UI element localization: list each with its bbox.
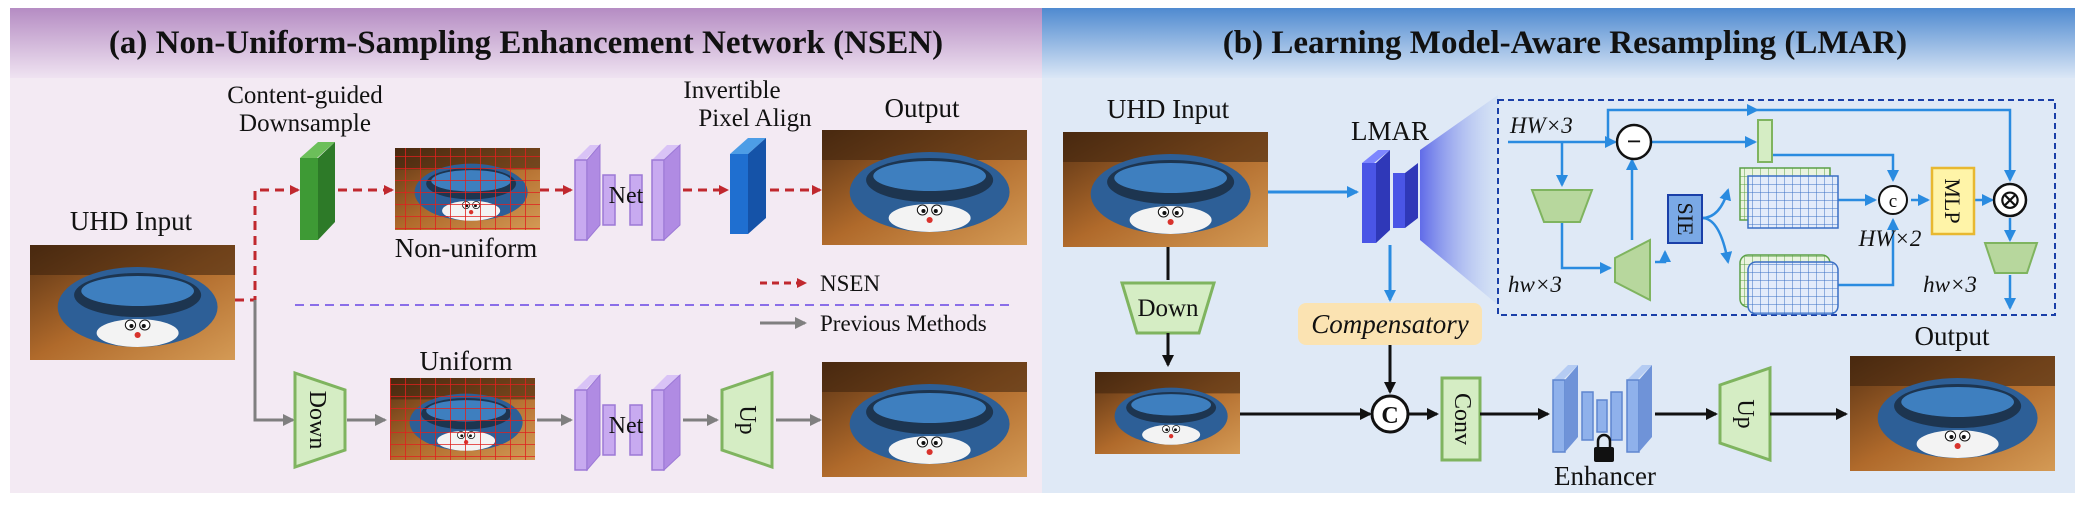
lmar-label: LMAR (1351, 116, 1429, 146)
panel-a-output-image-bottom (822, 362, 1027, 477)
panel-b-downsampled-image (1095, 372, 1240, 454)
invertible-label-1: Invertible (683, 77, 780, 104)
content-guided-downsample-block (300, 142, 335, 240)
panel-a-up-label: Up (734, 405, 760, 434)
panel-b-output-label: Output (1914, 321, 1990, 351)
nsen-path (235, 185, 822, 302)
detail-multiply-symbol: ⊗ (1998, 185, 2021, 216)
invertible-label-2: Pixel Align (698, 105, 812, 132)
panel-b: (b) Learning Model-Aware Resampling (LMA… (1042, 8, 2075, 493)
detail-grid-top (1739, 167, 1839, 229)
net-bottom-block (574, 373, 681, 472)
panel-a-uhd-input-image (30, 245, 235, 360)
panel-b-header (1042, 8, 2075, 78)
legend-previous: Previous Methods (760, 311, 987, 336)
compensatory-box (1298, 303, 1482, 345)
non-uniform-image (395, 148, 540, 230)
panel-b-output-image (1850, 356, 2055, 471)
net-top-block (574, 143, 681, 242)
net-top-label: Net (609, 183, 644, 209)
panel-b-uhd-input-label: UHD Input (1107, 94, 1230, 124)
lmar-detail-frame (1497, 99, 2056, 316)
panel-a-output-label: Output (884, 93, 960, 123)
panel-a-up-block (720, 370, 774, 470)
detail-grid2-up-line (1830, 218, 1899, 287)
enhancer-label: Enhancer (1554, 461, 1656, 491)
panel-b-down-block (1119, 281, 1217, 335)
lmar-detail: HW×3 − (1497, 99, 2056, 316)
concat-symbol: C (1381, 403, 1398, 429)
detail-minus-symbol: − (1627, 127, 1642, 156)
conv-label: Conv (1449, 393, 1475, 445)
detail-multiply-node (1992, 182, 2028, 218)
detail-top-to-mlp-line (1757, 108, 2016, 182)
detail-green-bar (1757, 119, 1773, 163)
detail-mlp-label: MLP (1940, 178, 1965, 223)
panel-b-uhd-input-image (1063, 132, 1268, 247)
conv-block (1440, 376, 1482, 462)
previous-path (253, 300, 822, 426)
uniform-image (390, 378, 535, 460)
detail-to-sie-line (1655, 250, 1671, 264)
panel-b-title: (b) Learning Model-Aware Resampling (LMA… (1223, 25, 1907, 61)
detail-encoder-down-line (1560, 222, 1612, 274)
panel-a-down-block (293, 370, 347, 470)
legend-previous-label: Previous Methods (820, 311, 987, 336)
panel-a-uhd-input-label: UHD Input (70, 206, 193, 236)
detail-hw3-top-label: HW×3 (1509, 113, 1573, 138)
compensatory-label: Compensatory (1311, 309, 1469, 339)
detail-hw2-label: HW×2 (1858, 226, 1922, 251)
detail-concat-node (1878, 185, 1908, 215)
panel-b-up-label: Up (1732, 399, 1758, 428)
detail-sie-block (1667, 194, 1703, 244)
net-bottom-label: Net (609, 413, 644, 439)
panel-a-output-image-top (822, 130, 1027, 245)
detail-sie-split-bottom (1701, 216, 1733, 264)
panel-a-down-label: Down (304, 391, 330, 450)
detail-bar-to-concat-line (1768, 153, 1899, 182)
panel-b-down-label: Down (1137, 295, 1199, 322)
panel-b-up-block (1718, 365, 1772, 463)
detail-hw3-out-label: hw×3 (1923, 272, 1977, 297)
panel-a: (a) Non-Uniform-Sampling Enhancement Net… (10, 8, 1042, 493)
content-guided-label-2: Downsample (239, 110, 371, 137)
detail-output-trapezoid (1983, 242, 2039, 274)
lmar-block (1362, 150, 1418, 243)
panel-a-header (10, 8, 1042, 78)
content-guided-label-1: Content-guided (227, 82, 383, 109)
non-uniform-label: Non-uniform (395, 233, 537, 263)
detail-concat-symbol: c (1889, 191, 1897, 212)
detail-encoder-trapezoid (1530, 189, 1594, 223)
detail-hw3-bottom-label: hw×3 (1508, 272, 1562, 297)
uniform-label: Uniform (420, 346, 513, 376)
enhancer-block (1552, 365, 1652, 453)
panel-a-title: (a) Non-Uniform-Sampling Enhancement Net… (109, 25, 943, 61)
lmar-beam (1420, 95, 1498, 305)
detail-sie-label: SIE (1673, 203, 1698, 236)
lock-icon (1594, 433, 1614, 462)
legend-nsen: NSEN (760, 271, 880, 296)
detail-top-line (1508, 104, 1759, 144)
detail-minus-node (1615, 123, 1653, 161)
detail-grid-bottom (1739, 254, 1839, 315)
detail-mlp-block (1930, 166, 1976, 236)
detail-vertical-trapezoid (1614, 238, 1651, 302)
invertible-pixel-align-block (730, 138, 766, 234)
legend-nsen-label: NSEN (820, 271, 880, 296)
